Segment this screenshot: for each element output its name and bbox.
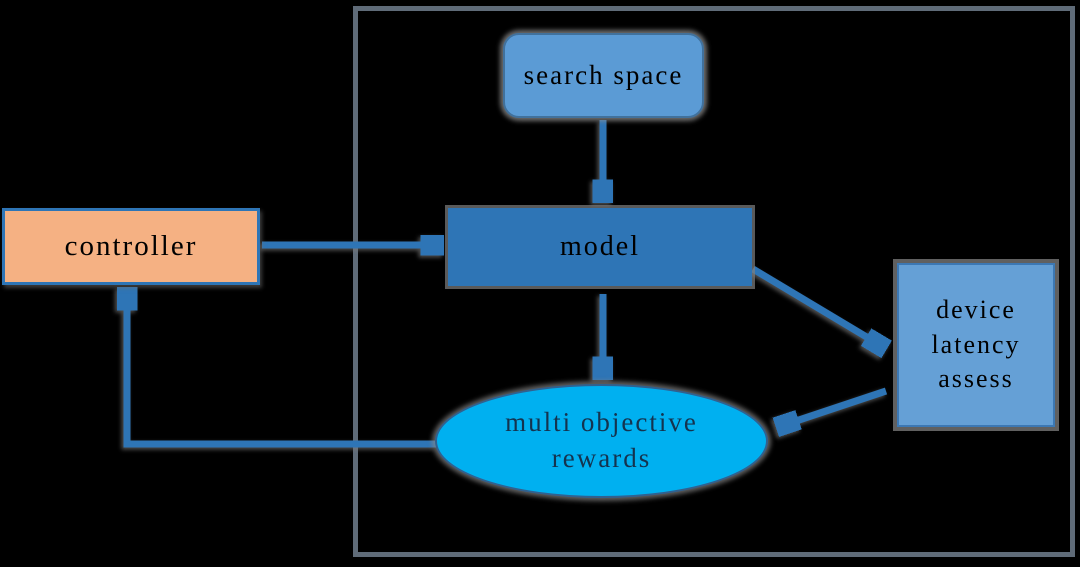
- node-device-latency-assess: device latency assess: [897, 263, 1055, 427]
- node-search-space: search space: [503, 33, 704, 118]
- rewards-label-line2: rewards: [551, 443, 652, 473]
- system-boundary-rect: [353, 6, 1075, 557]
- node-controller: controller: [2, 208, 260, 285]
- device-label-line1: device: [936, 294, 1016, 324]
- model-label: model: [560, 231, 640, 262]
- controller-label: controller: [64, 230, 198, 262]
- device-label-line2: latency: [931, 329, 1021, 359]
- rewards-label-line1: multi objective: [505, 407, 698, 438]
- node-model: model: [448, 208, 752, 286]
- search-space-label: search space: [523, 60, 684, 90]
- node-multi-objective-rewards: multi objective rewards: [435, 384, 768, 498]
- device-label-line3: assess: [938, 364, 1014, 394]
